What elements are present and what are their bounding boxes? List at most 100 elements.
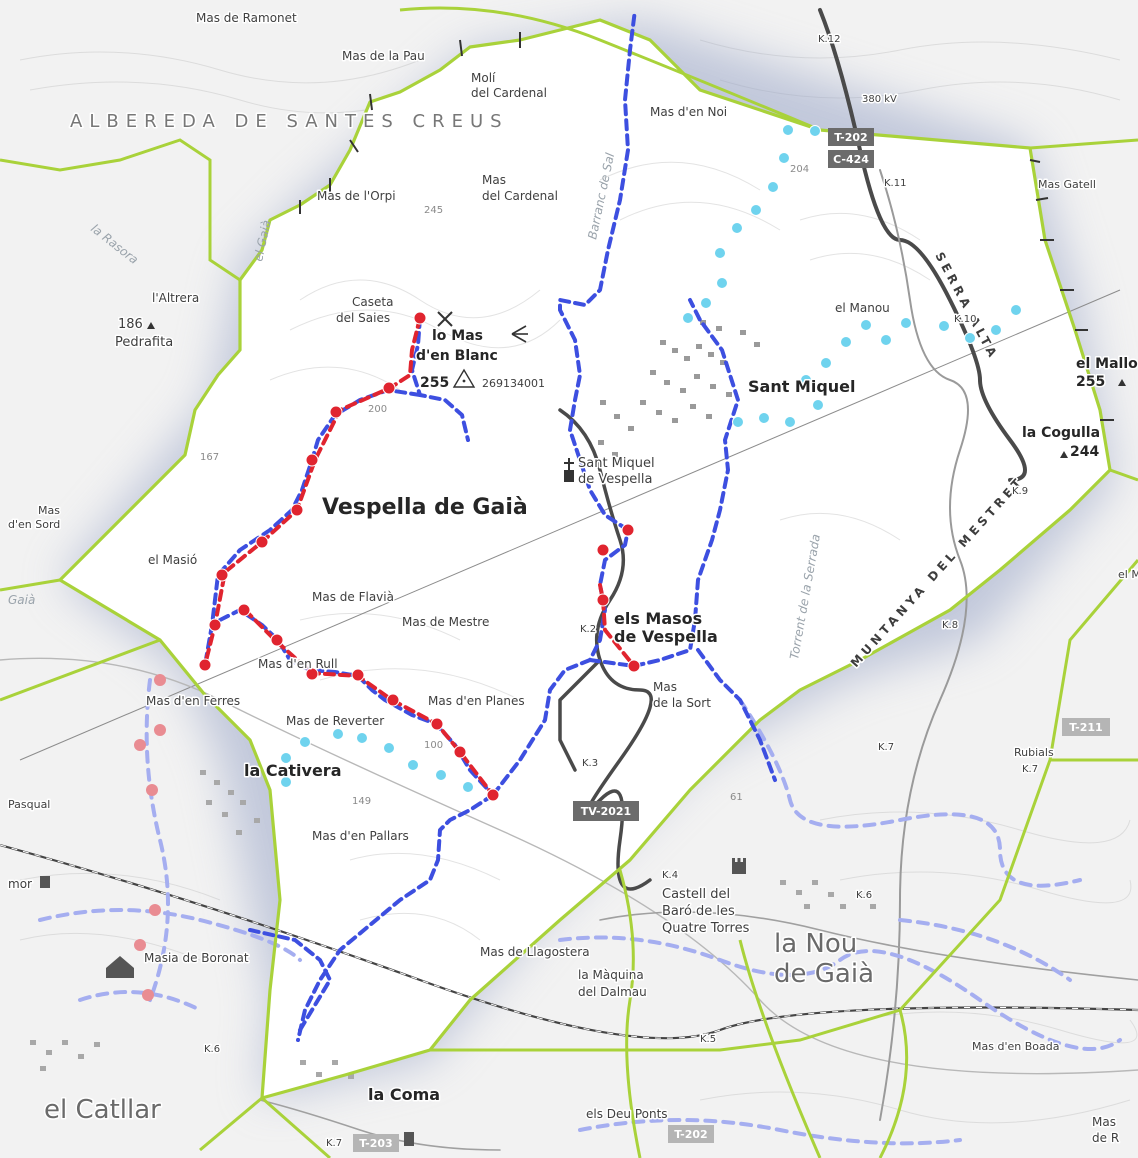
label-mas-en-sord-1: Mas <box>38 504 60 517</box>
neighbor-boundaries <box>0 6 1138 1158</box>
label-castell-1: Castell del <box>662 887 730 902</box>
label-lo-mas-en-blanc-1: lo Mas <box>432 328 483 344</box>
contour-245: 245 <box>424 205 443 216</box>
road-t202-bottom: T-202 <box>668 1125 714 1143</box>
label-mas-la-sort-2: de la Sort <box>653 696 711 710</box>
label-els-masos-1: els Masos <box>614 609 702 628</box>
label-mas-en-planes: Mas d'en Planes <box>428 694 525 708</box>
road-tv2021: TV-2021 <box>573 801 639 821</box>
label-albereda: ALBEREDA DE SANTES CREUS <box>70 111 509 132</box>
svg-text:C-424: C-424 <box>833 153 869 166</box>
label-el-masio: el Masió <box>148 553 197 567</box>
svg-text:T-211: T-211 <box>1069 721 1102 734</box>
label-municipality-vespella-de-gaia: Vespella de Gaià <box>322 495 528 520</box>
label-el-catllar: el Catllar <box>44 1095 161 1125</box>
label-peak-255: 255 <box>420 375 449 391</box>
label-mas-en-sord-2: d'en Sord <box>8 518 60 531</box>
label-el-mallo-altitude: 255 <box>1076 374 1105 390</box>
label-la-nou-de-gaia-1: la Nou <box>774 929 857 959</box>
contour-100: 100 <box>424 740 443 751</box>
svg-text:T-202: T-202 <box>674 1128 707 1141</box>
km-marker-k12: K.12 <box>818 34 840 45</box>
km-marker-k7a: K.7 <box>878 742 894 753</box>
label-pedrafita: Pedrafita <box>115 335 173 350</box>
km-marker-k4: K.4 <box>662 870 678 881</box>
label-mas-la-sort-1: Mas <box>653 680 677 694</box>
contour-200: 200 <box>368 404 387 415</box>
castle-icon <box>732 858 746 874</box>
crossed-hammers-icon <box>437 311 453 327</box>
label-mor: mor <box>8 877 32 891</box>
label-mas-en-boada: Mas d'en Boada <box>972 1040 1059 1053</box>
municipality-area <box>60 20 1110 1098</box>
geodesic-triangle-icon <box>452 368 476 388</box>
label-els-masos-2: de Vespella <box>614 627 718 646</box>
label-mas-de-reverter: Mas de Reverter <box>286 714 384 728</box>
contour-lines <box>269 161 931 941</box>
label-la-cogulla: la Cogulla <box>1022 425 1100 441</box>
label-masia-de-boronat: Masia de Boronat <box>144 951 249 965</box>
label-mas-en-noi: Mas d'en Noi <box>650 105 727 119</box>
settlement-el-catllar <box>30 1040 354 1079</box>
label-moli-cardenal-1: Molí <box>471 71 496 85</box>
roads <box>259 8 1138 1151</box>
label-mas-cardenal-1: Mas <box>482 173 506 187</box>
label-mas-en-rull: Mas d'en Rull <box>258 657 338 671</box>
road-t203: T-203 <box>353 1134 399 1152</box>
municipality-boundary <box>58 18 1112 1100</box>
svg-text:TV-2021: TV-2021 <box>581 805 631 818</box>
label-lo-mas-en-blanc-2: d'en Blanc <box>416 348 498 364</box>
label-pedrafita-altitude: 186 <box>118 317 143 332</box>
contour-167: 167 <box>200 452 219 463</box>
label-la-maquina-2: del Dalmau <box>578 985 647 999</box>
label-pasqual: Pasqual <box>8 798 50 811</box>
settlement-la-cativera <box>200 770 260 835</box>
label-la-coma: la Coma <box>368 1085 440 1104</box>
label-laltrera: l'Altrera <box>152 291 199 305</box>
km-marker-k5: K.5 <box>700 1034 716 1045</box>
settlement-sant-miquel <box>598 320 760 457</box>
peak-marker-cogulla-icon <box>1060 451 1068 458</box>
label-la-cativera: la Cativera <box>244 761 342 780</box>
label-castell-2: Baró de les <box>662 904 735 919</box>
label-el-manou: el Manou <box>835 301 890 315</box>
label-castell-3: Quatre Torres <box>662 921 750 936</box>
label-mas-de-llagostera: Mas de Llagostera <box>480 945 590 959</box>
contour-204: 204 <box>790 164 809 175</box>
trail-red-faded-points <box>134 674 166 1001</box>
church-icon <box>564 458 574 482</box>
farmhouse-icon <box>106 956 134 978</box>
label-el-mallo: el Mallo <box>1076 356 1138 372</box>
label-rubials: Rubials <box>1014 746 1054 759</box>
peak-marker-mallo-icon <box>1118 379 1126 386</box>
label-mas-en-ferres: Mas d'en Ferres <box>146 694 240 708</box>
label-mas-ramonet: Mas de Ramonet <box>196 11 297 25</box>
label-mas-cardenal-2: del Cardenal <box>482 189 558 203</box>
km-marker-k7b: K.7 <box>1022 764 1038 775</box>
label-mas-en-pallars: Mas d'en Pallars <box>312 829 409 843</box>
label-caseta-2: del Saies <box>336 311 390 325</box>
label-mas-orpi: Mas de l'Orpi <box>317 189 396 203</box>
power-line <box>19 289 1121 761</box>
contour-149: 149 <box>352 796 371 807</box>
km-marker-k11: K.11 <box>884 178 906 189</box>
label-mas-de-r-1: Mas <box>1092 1115 1116 1129</box>
label-el-ma: el Ma <box>1118 568 1138 581</box>
km-marker-k3: K.3 <box>582 758 598 769</box>
label-mas-de-flavia: Mas de Flavià <box>312 590 394 604</box>
trail-cyan <box>280 124 1022 793</box>
settlement-la-nou <box>780 880 876 909</box>
monument-icon <box>40 876 50 888</box>
boundary-ticks <box>299 32 1114 421</box>
peak-marker-pedrafita-icon <box>147 322 155 329</box>
label-sant-miquel-de-vespella-2: de Vespella <box>578 472 652 487</box>
km-marker-k10: K.10 <box>954 314 976 325</box>
label-mas-de-r-2: de R <box>1092 1131 1119 1145</box>
label-la-cogulla-altitude: 244 <box>1070 444 1099 460</box>
label-mas-de-mestre: Mas de Mestre <box>402 615 489 629</box>
label-power-line-380kv: 380 kV <box>862 94 897 105</box>
km-marker-k8: K.8 <box>942 620 958 631</box>
label-moli-cardenal-2: del Cardenal <box>471 86 547 100</box>
label-gaia-left: Gaià <box>8 593 35 607</box>
